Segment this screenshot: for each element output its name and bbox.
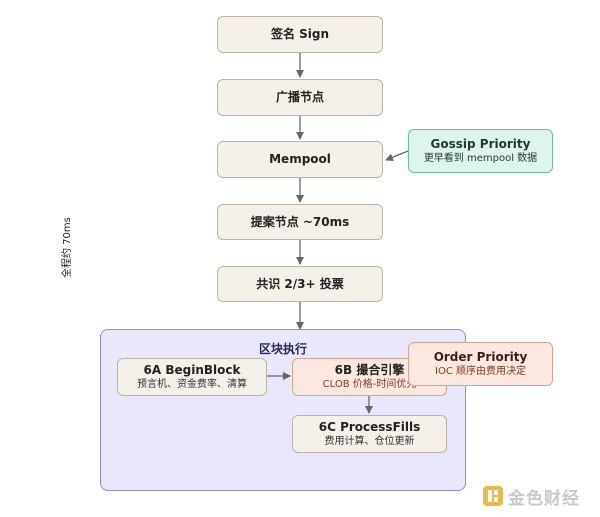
node-matching-subtitle: CLOB 价格-时间优先 [322,379,417,391]
node-proposal: 提案节点 ~70ms [217,204,383,240]
node-order-priority-title: Order Priority [433,349,528,364]
node-sign: 签名 Sign [217,16,383,53]
node-begin-block: 6A BeginBlock 预言机、资金费率、清算 [117,358,267,396]
arrow-gossip-mempool [385,150,409,162]
node-begin-block-subtitle: 预言机、资金费率、清算 [137,379,247,391]
node-consensus-title: 共识 2/3+ 投票 [256,276,344,291]
node-consensus: 共识 2/3+ 投票 [217,266,383,302]
node-begin-block-title: 6A BeginBlock [143,362,241,377]
node-mempool-title: Mempool [269,152,331,167]
node-proposal-title: 提案节点 ~70ms [250,214,350,229]
block-execution-container [100,329,466,491]
node-matching-title: 6B 撮合引擎 [334,362,405,377]
node-gossip-title: Gossip Priority [430,136,531,151]
node-order-priority: Order Priority IOC 顺序由费用决定 [408,342,553,386]
node-process-fills-title: 6C ProcessFills [318,419,421,434]
node-mempool: Mempool [217,141,383,178]
node-process-fills: 6C ProcessFills 费用计算、仓位更新 [292,415,447,453]
watermark-text: 金色财经 [508,488,580,509]
node-sign-title: 签名 Sign [270,27,330,42]
total-time-label: 全程约 70ms [62,217,73,278]
node-broadcast-title: 广播节点 [275,90,324,105]
node-broadcast: 广播节点 [217,79,383,116]
node-gossip-priority: Gossip Priority 更早看到 mempool 数据 [408,129,553,173]
block-execution-title: 区块执行 [258,342,307,356]
node-order-priority-subtitle: IOC 顺序由费用决定 [435,366,526,378]
watermark: 金色财经 [482,484,580,509]
watermark-logo-icon [483,486,503,506]
node-process-fills-subtitle: 费用计算、仓位更新 [324,436,415,448]
node-gossip-subtitle: 更早看到 mempool 数据 [423,153,538,165]
